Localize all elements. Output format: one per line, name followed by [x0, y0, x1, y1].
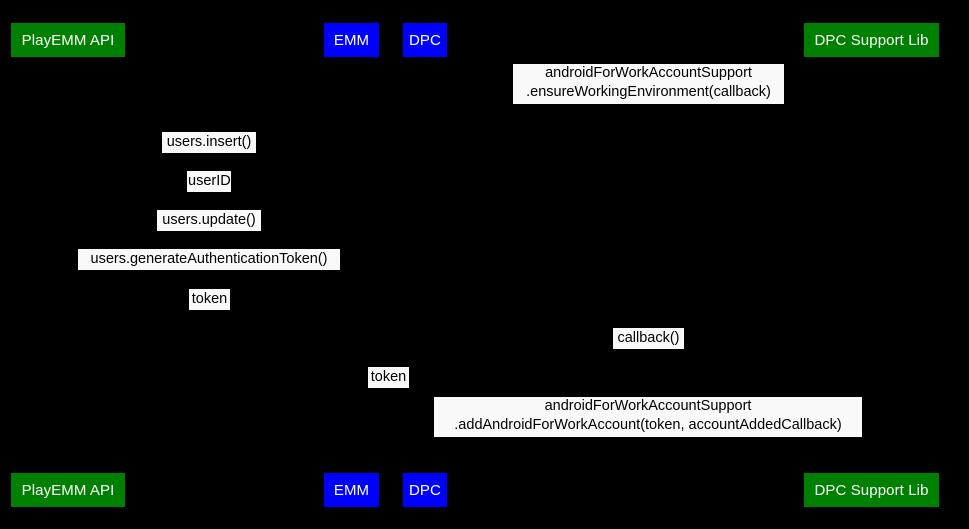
participant-header-playemm-api[interactable]: PlayEMM API: [11, 23, 125, 57]
participant-header-dpc-support-lib[interactable]: DPC Support Lib: [804, 23, 939, 57]
message-label-user-id: userID: [187, 171, 231, 192]
participant-header-label-dpc: DPC: [409, 31, 441, 49]
message-label-users-generate-authentication-token: users.generateAuthenticationToken(): [78, 249, 340, 270]
participant-footer-label-emm: EMM: [333, 481, 370, 499]
participant-header-label-emm: EMM: [333, 31, 370, 49]
participant-footer-label-dpc-support-lib: DPC Support Lib: [814, 481, 929, 499]
participant-footer-dpc-support-lib[interactable]: DPC Support Lib: [804, 473, 939, 507]
participant-footer-playemm-api[interactable]: PlayEMM API: [11, 473, 125, 507]
participant-header-label-playemm-api: PlayEMM API: [21, 31, 115, 49]
lifeline-stem-dpc: [425, 57, 426, 473]
message-label-users-update: users.update(): [157, 210, 261, 231]
participant-header-label-dpc-support-lib: DPC Support Lib: [814, 31, 929, 49]
participant-footer-label-dpc: DPC: [409, 481, 441, 499]
participant-header-dpc[interactable]: DPC: [403, 23, 447, 57]
participant-footer-label-playemm-api: PlayEMM API: [21, 481, 115, 499]
message-label-callback: callback(): [613, 328, 684, 349]
message-label-token-to-emm: token: [189, 289, 230, 310]
participant-footer-emm[interactable]: EMM: [324, 473, 379, 507]
message-label-token-to-dpc: token: [368, 367, 409, 388]
participant-footer-dpc[interactable]: DPC: [403, 473, 447, 507]
lifeline-stem-emm: [351, 57, 352, 473]
lifeline-stem-dpc-support-lib: [871, 57, 872, 473]
message-label-users-insert: users.insert(): [162, 132, 256, 153]
message-label-add-android-for-work-account: androidForWorkAccountSupport .addAndroid…: [434, 397, 862, 437]
participant-header-emm[interactable]: EMM: [324, 23, 379, 57]
message-label-ensure-working-environment: androidForWorkAccountSupport .ensureWork…: [513, 64, 784, 104]
lifeline-stem-playemm-api: [68, 57, 69, 473]
